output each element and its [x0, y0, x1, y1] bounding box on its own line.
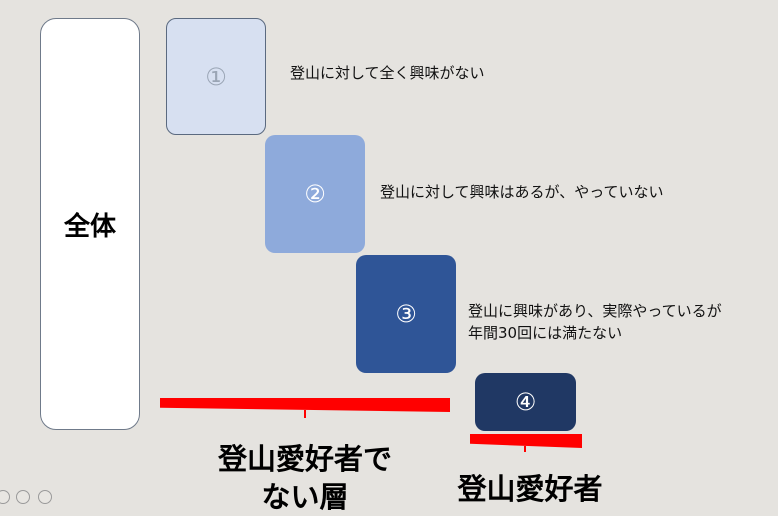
slide-nav-more-icon[interactable] [38, 490, 52, 504]
non-enthusiast-label-line1: 登山愛好者で [217, 442, 392, 476]
step-4-number: ④ [514, 388, 537, 416]
step-2-box: ② [265, 135, 365, 253]
enthusiast-label: 登山愛好者 [457, 472, 603, 506]
slide-nav-prev-icon[interactable] [0, 490, 10, 504]
step-2-description: 登山に対して興味はあるが、やっていない [380, 183, 664, 201]
step-3-number: ③ [395, 300, 417, 328]
enthusiast-bracket-tick [524, 446, 526, 452]
slide-nav-menu-icon[interactable] [16, 490, 30, 504]
non-enthusiast-label: 登山愛好者で ない層 [200, 440, 410, 516]
step-3-description-line2: 年間30回には満たない [468, 324, 623, 342]
step-1-number: ① [205, 62, 227, 91]
step-1-description: 登山に対して全く興味がない [290, 64, 485, 82]
total-box: 全体 [40, 18, 140, 430]
step-4-box: ④ [475, 373, 576, 431]
step-3-box: ③ [356, 255, 456, 373]
enthusiast-bracket [470, 434, 582, 448]
total-label: 全体 [63, 211, 116, 242]
step-3-description-line1: 登山に興味があり、実際やっているが [468, 302, 722, 320]
step-1-box: ① [166, 18, 266, 135]
non-enthusiast-bracket [160, 398, 450, 412]
non-enthusiast-label-line2: ない層 [261, 480, 349, 514]
step-3-description: 登山に興味があり、実際やっているが 年間30回には満たない [468, 300, 722, 344]
non-enthusiast-bracket-tick [304, 410, 306, 418]
step-2-number: ② [304, 180, 326, 208]
